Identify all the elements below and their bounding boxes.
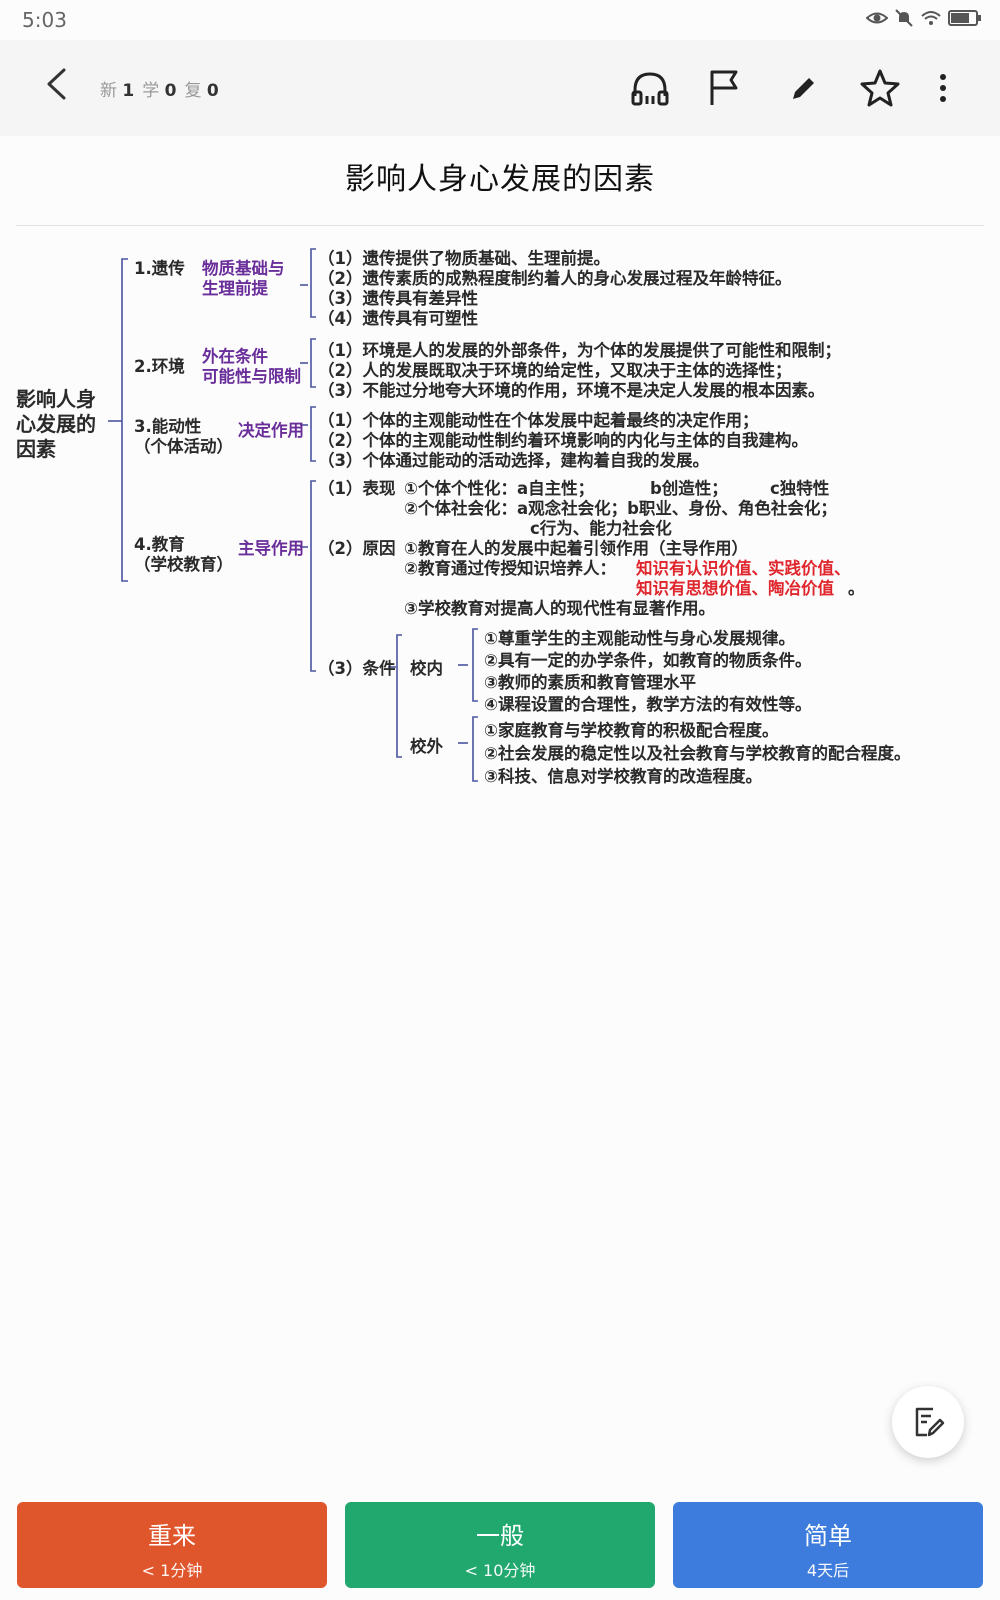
environment-role-2: 可能性与限制: [202, 367, 301, 386]
heredity-role-1: 物质基础与: [202, 259, 285, 278]
environment-item: （2）人的发展既取决于环境的给定性，又取决于主体的选择性；: [318, 361, 792, 380]
card-title: 影响人身心发展的因素: [345, 162, 655, 197]
review-count: 复 0: [184, 81, 219, 101]
mute-icon: [895, 9, 913, 27]
note-button[interactable]: [892, 1386, 964, 1458]
easy-button[interactable]: 简单 4天后: [673, 1502, 983, 1588]
agency-item: （2）个体的主观能动性制约着环境影响的内化与主体的自我建构。: [318, 431, 808, 450]
outside-item: ③科技、信息对学校教育的改造程度。: [484, 767, 762, 786]
flag-button[interactable]: [700, 64, 748, 112]
heredity-label: 1.遗传: [134, 259, 185, 278]
pencil-icon: [793, 78, 814, 99]
heredity-item: （1）遗传提供了物质基础、生理前提。: [318, 249, 610, 268]
battery-icon: [948, 10, 981, 26]
inside-item: ①尊重学生的主观能动性与身心发展规律。: [484, 629, 795, 648]
heredity-item: （4）遗传具有可塑性: [318, 309, 478, 328]
good-interval: < 10分钟: [464, 1561, 536, 1580]
heredity-role-2: 生理前提: [202, 279, 268, 298]
again-interval: < 1分钟: [141, 1561, 203, 1580]
edit-button[interactable]: [780, 64, 828, 112]
root-node: 影响人身心发展的因素: [16, 387, 96, 461]
environment-item: （3）不能过分地夸大环境的作用，环境不是决定人发展的根本因素。: [318, 381, 825, 400]
environment-role-1: 外在条件: [202, 347, 268, 366]
status-time: 5:03: [22, 8, 67, 32]
star-icon: [860, 69, 900, 107]
good-button[interactable]: 一般 < 10分钟: [345, 1502, 655, 1588]
new-count: 新 1: [100, 81, 135, 101]
heredity-item: （2）遗传素质的成熟程度制约着人的身心发展过程及年龄特征。: [318, 269, 792, 288]
outside-item: ②社会发展的稳定性以及社会教育与学校教育的配合程度。: [484, 744, 911, 763]
manifest-line: c行为、能力社会化: [530, 519, 672, 538]
study-counts: 新 1 学 0 复 0: [100, 76, 219, 101]
heredity-item: （3）遗传具有差异性: [318, 289, 478, 308]
reason-item: ②教育通过传授知识培养人：: [404, 559, 616, 578]
manifest-label: （1）表现: [318, 479, 396, 498]
learn-count: 学 0: [142, 81, 177, 101]
audio-button[interactable]: [626, 64, 674, 112]
agency-item: （1）个体的主观能动性在个体发展中起着最终的决定作用；: [318, 411, 759, 430]
inside-label: 校内: [410, 659, 443, 678]
toolbar: 新 1 学 0 复 0: [0, 40, 1000, 136]
reason-item: ①教育在人的发展中起着引领作用（主导作用）: [404, 539, 748, 558]
education-label: 4.教育: [134, 535, 185, 554]
education-role: 主导作用: [238, 539, 304, 558]
agency-item: （3）个体通过能动的活动选择，建构着自我的发展。: [318, 451, 709, 470]
good-label: 一般: [476, 1522, 524, 1550]
reason-label: （2）原因: [318, 539, 396, 558]
manifest-line: c独特性: [770, 479, 830, 498]
more-button[interactable]: [928, 64, 958, 112]
manifest-line: ②个体社会化：a观念社会化；b职业、身份、角色社会化；: [404, 499, 837, 518]
status-bar: 5:03: [0, 0, 1000, 40]
education-sub: （学校教育）: [134, 555, 233, 574]
agency-sub: （个体活动）: [134, 437, 233, 456]
outside-item: ①家庭教育与学校教育的积极配合程度。: [484, 721, 779, 740]
again-button[interactable]: 重来 < 1分钟: [17, 1502, 327, 1588]
environment-item: （1）环境是人的发展的外部条件，为个体的发展提供了可能性和限制；: [318, 341, 841, 360]
easy-label: 简单: [804, 1522, 852, 1550]
more-vert-icon: [940, 74, 946, 102]
manifest-line: b创造性；: [650, 479, 728, 498]
reason-highlight: 知识有认识价值、实践价值、: [636, 559, 851, 578]
reason-item: ③学校教育对提高人的现代性有显著作用。: [404, 599, 715, 618]
condition-label: （3）条件: [318, 659, 396, 678]
title-divider: [16, 225, 984, 226]
status-icons: [866, 8, 981, 28]
headphones-icon: [631, 72, 669, 106]
star-button[interactable]: [856, 64, 904, 112]
inside-item: ②具有一定的办学条件，如教育的物质条件。: [484, 651, 812, 670]
manifest-line: ①个体个性化：a自主性；: [404, 479, 595, 498]
mind-map: 影响人身心发展的因素 1.遗传 物质基础与 生理前提 （1）遗传提供了物质基础、…: [0, 235, 1000, 805]
easy-interval: 4天后: [806, 1561, 850, 1580]
again-label: 重来: [148, 1522, 196, 1550]
inside-item: ④课程设置的合理性，教学方法的有效性等。: [484, 695, 812, 714]
back-button[interactable]: [36, 62, 76, 106]
reason-end: 。: [848, 579, 865, 598]
reason-highlight: 知识有思想价值、陶冶价值: [636, 579, 834, 598]
wifi-icon: [921, 11, 941, 25]
flag-icon: [710, 70, 738, 105]
agency-role: 决定作用: [238, 421, 304, 440]
eye-icon: [866, 12, 888, 24]
back-arrow-icon: [47, 68, 66, 100]
edit-note-icon: [915, 1407, 945, 1437]
inside-item: ③教师的素质和教育管理水平: [484, 673, 696, 692]
outside-label: 校外: [410, 737, 443, 756]
mind-map-brackets: [108, 248, 478, 782]
environment-label: 2.环境: [134, 357, 185, 376]
agency-label: 3.能动性: [134, 417, 202, 436]
